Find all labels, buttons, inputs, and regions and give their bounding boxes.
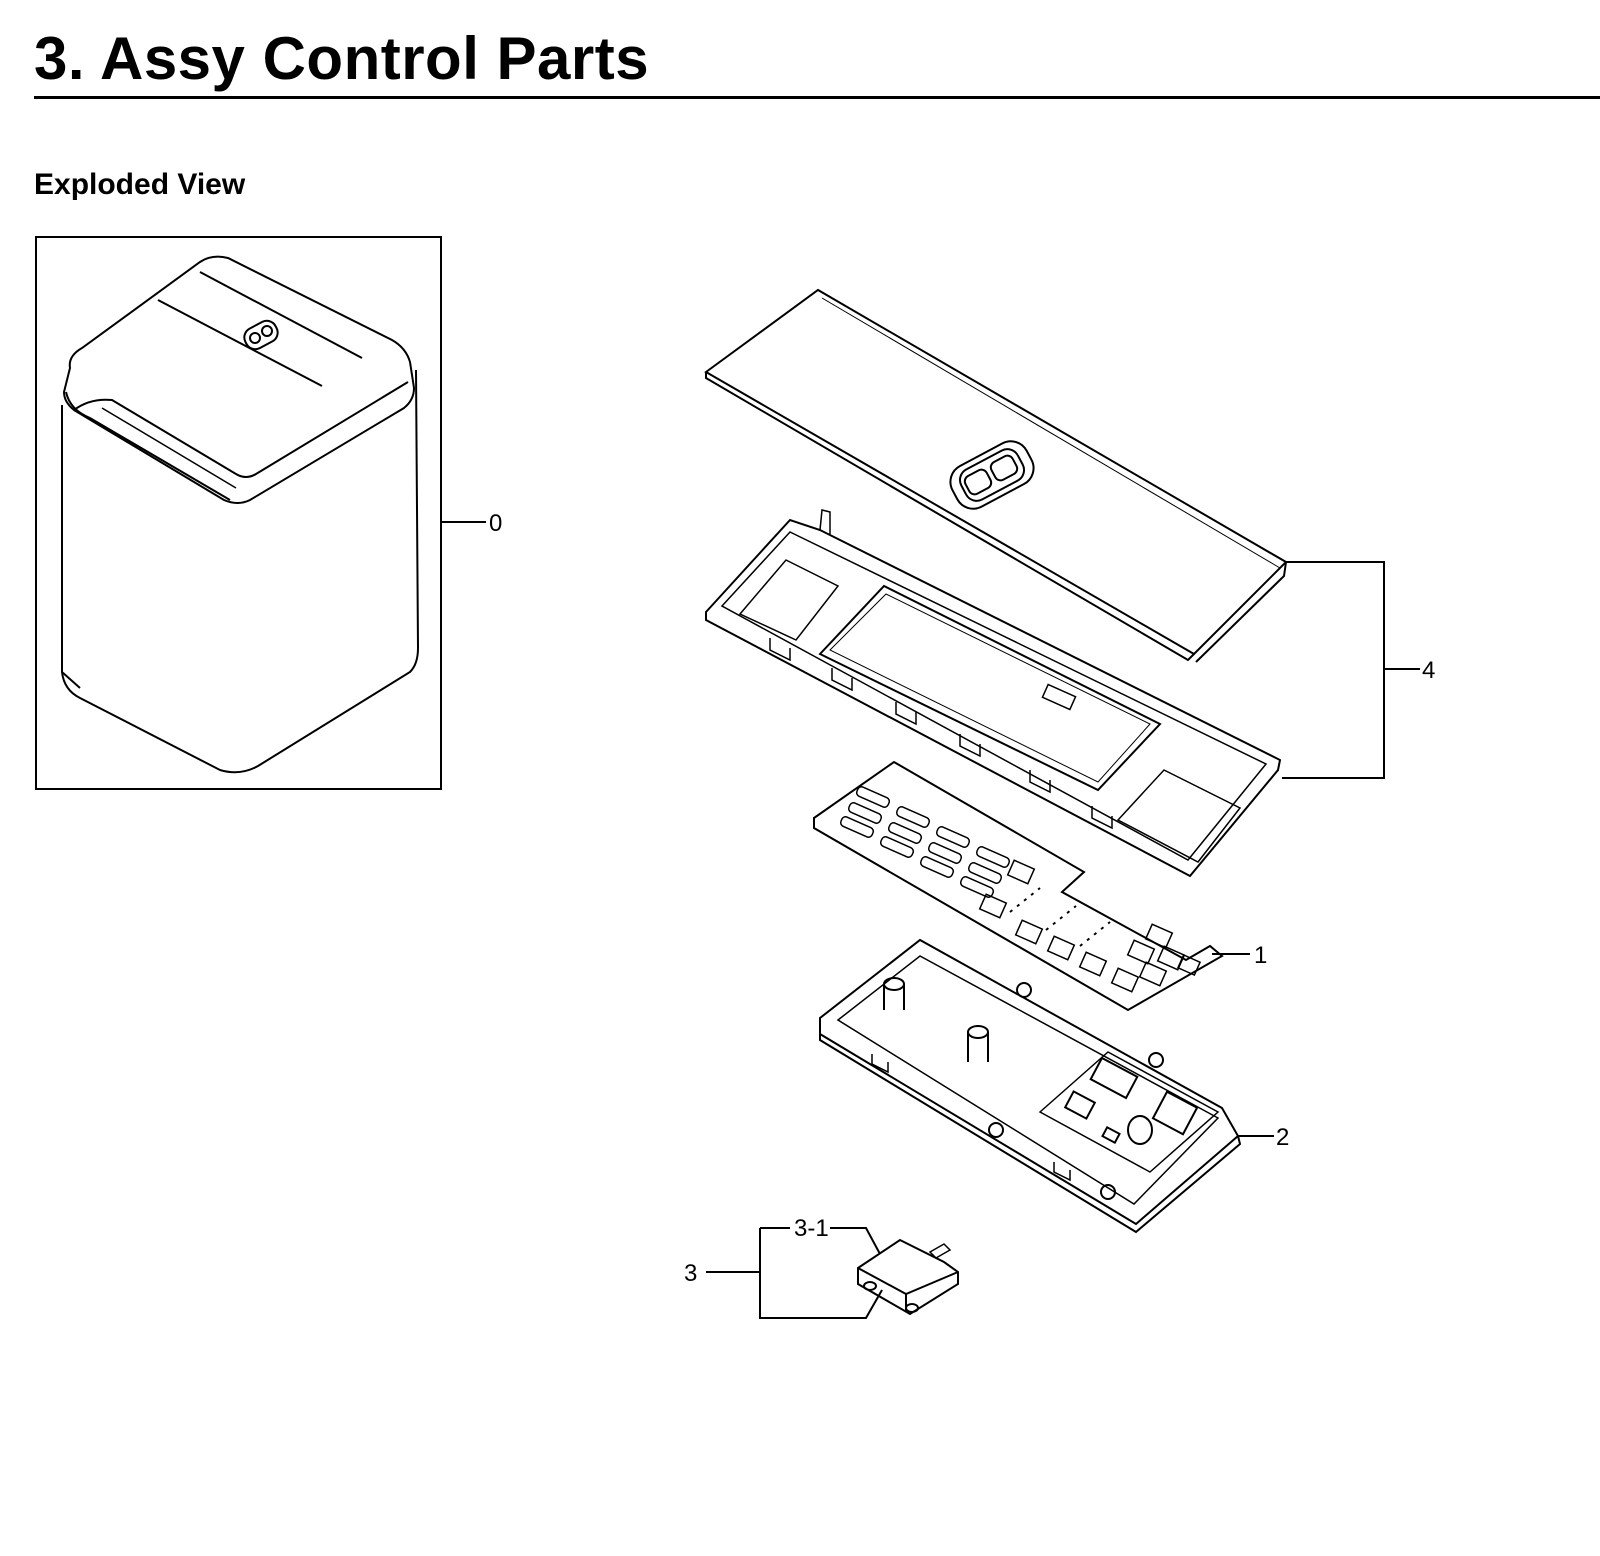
callout-label-2: 2 bbox=[1276, 1124, 1289, 1151]
callout-label-0: 0 bbox=[489, 510, 502, 537]
control-panel-frame bbox=[705, 509, 1282, 878]
title-underline bbox=[34, 96, 1600, 99]
page-title: 3. Assy Control Parts bbox=[34, 25, 650, 92]
callout-label-3-1: 3-1 bbox=[794, 1215, 829, 1242]
section-subtitle: Exploded View bbox=[34, 168, 246, 201]
washer-inset bbox=[35, 236, 486, 790]
callout-bracket-4 bbox=[1282, 561, 1420, 779]
callout-label-3: 3 bbox=[684, 1260, 697, 1287]
control-box bbox=[819, 938, 1274, 1234]
control-panel-cover bbox=[704, 288, 1288, 663]
keypad-sheet bbox=[813, 760, 1250, 1012]
callout-label-1: 1 bbox=[1254, 942, 1267, 969]
callout-label-4: 4 bbox=[1422, 657, 1435, 684]
sensor-assy bbox=[706, 1227, 959, 1319]
